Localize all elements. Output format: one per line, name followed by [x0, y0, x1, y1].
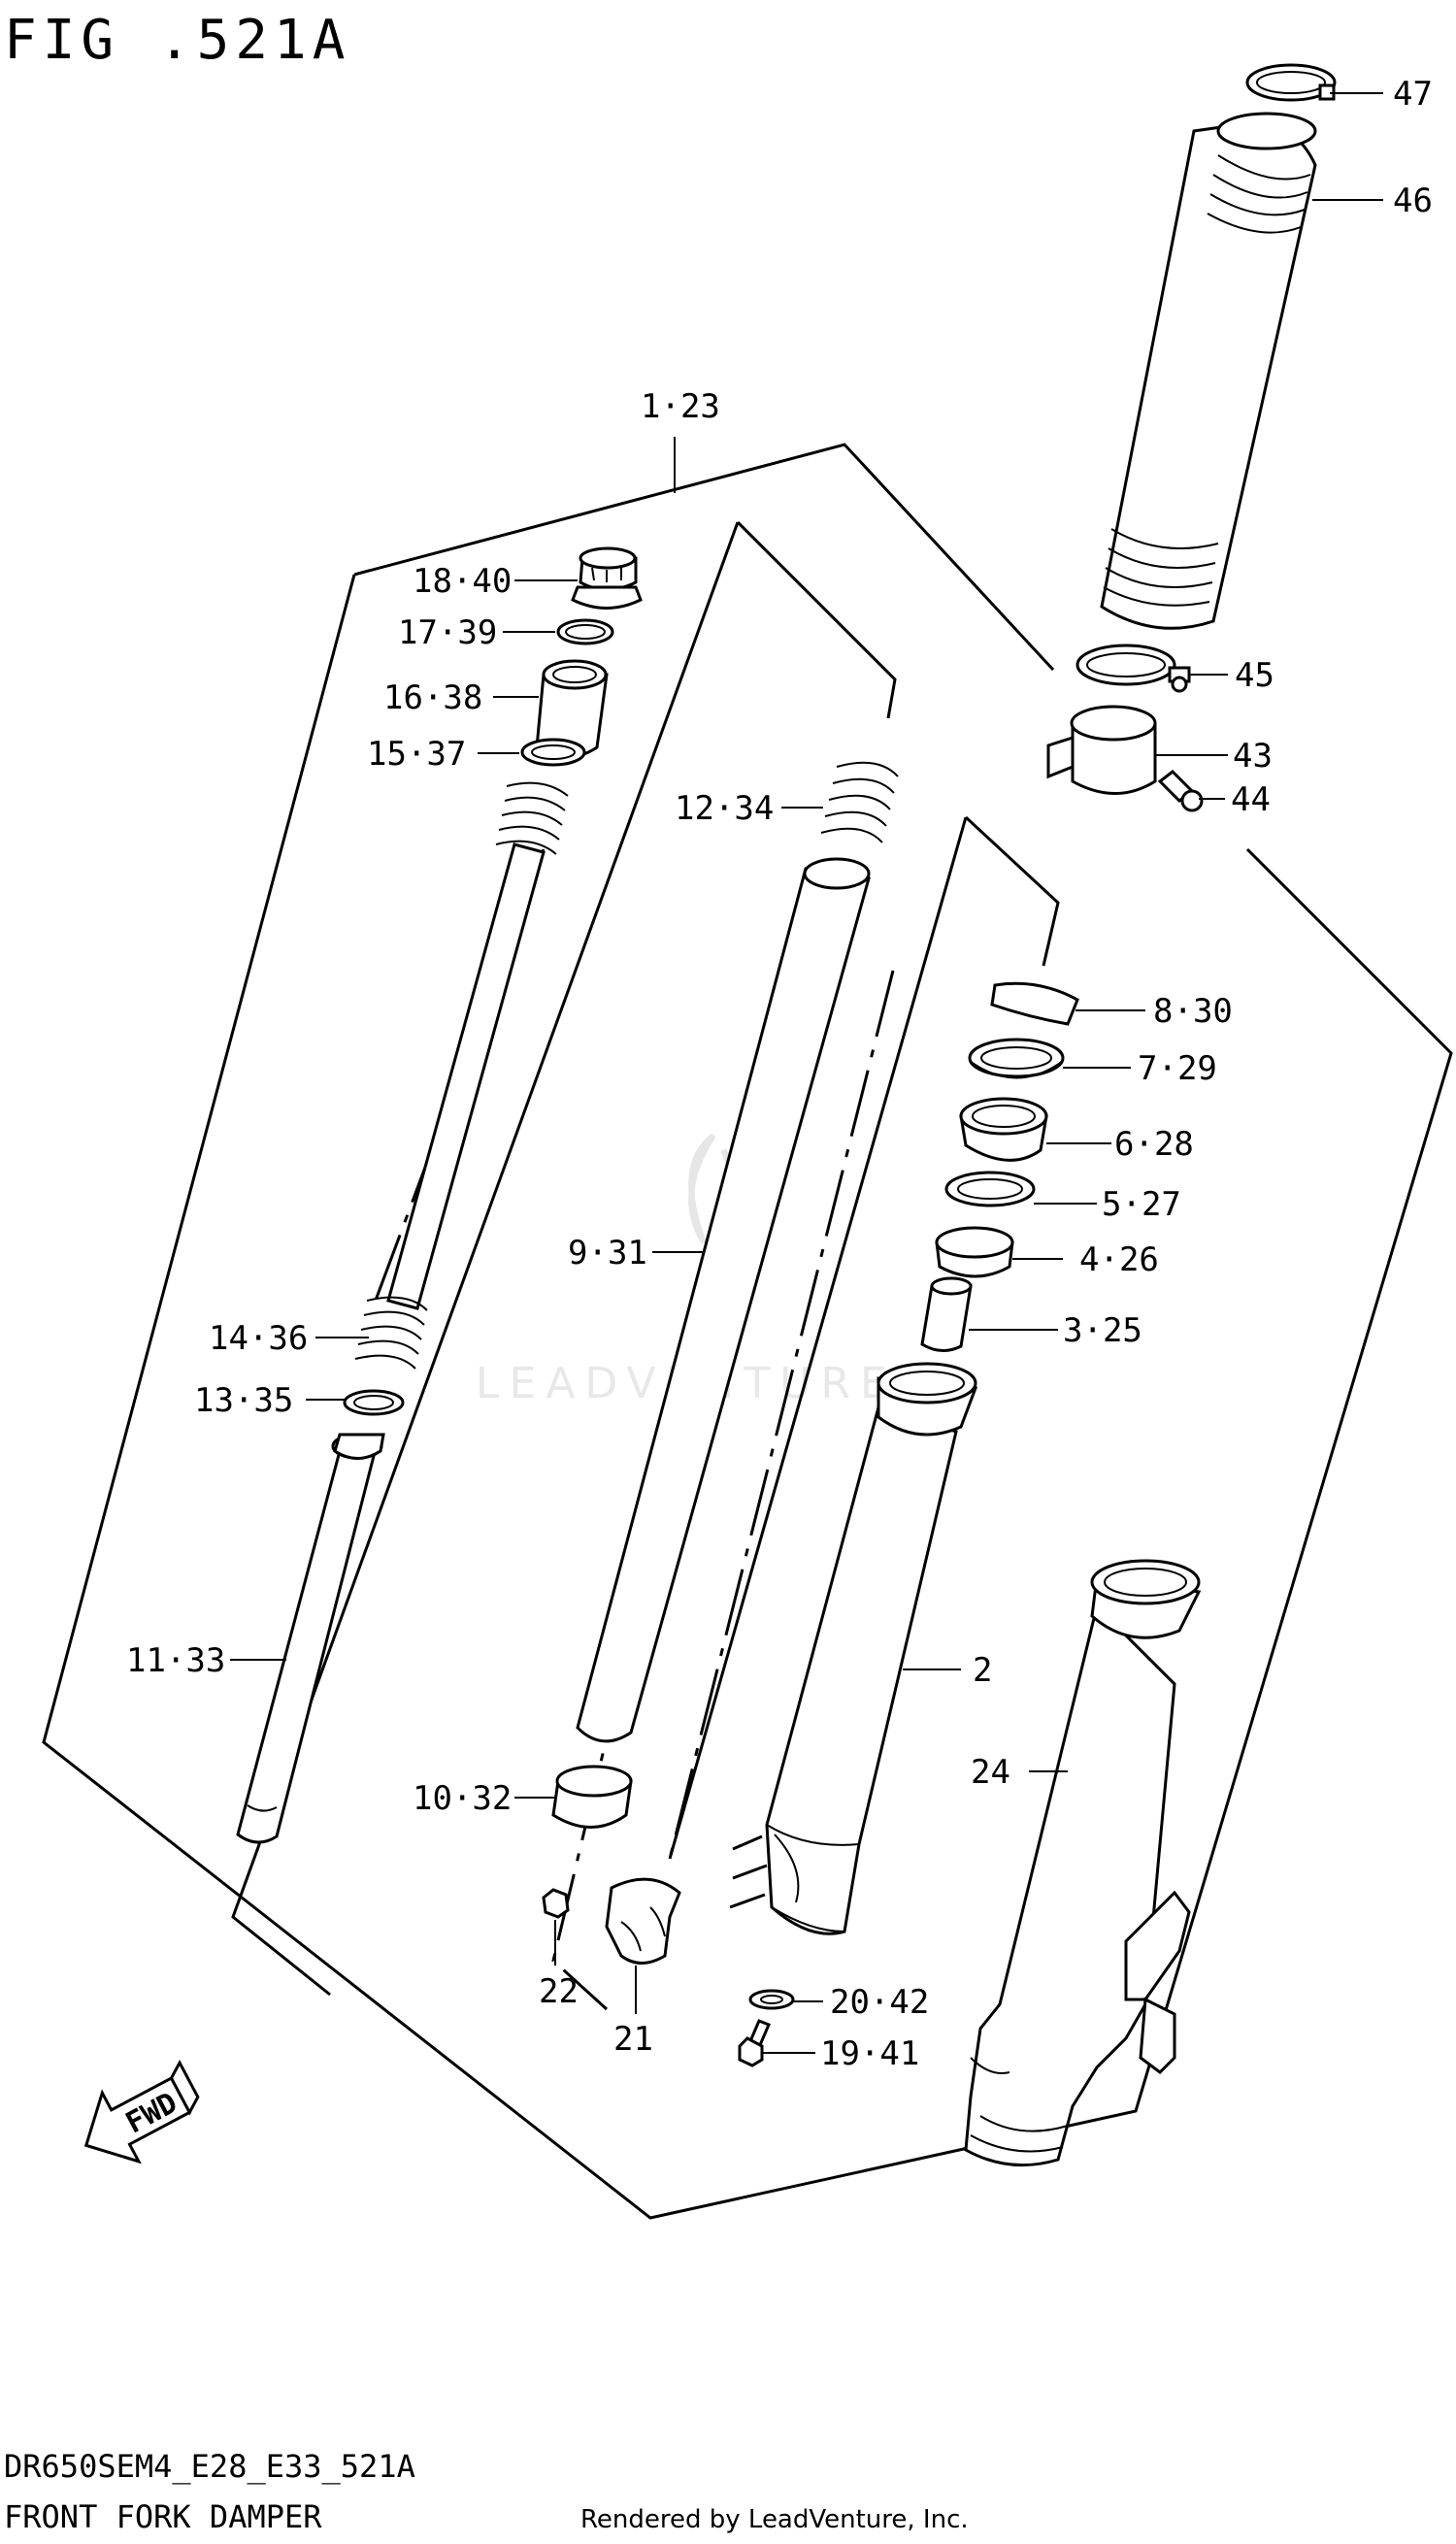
frame-top-line — [353, 443, 1055, 672]
callout-3-25: 3·25 — [1063, 1311, 1142, 1350]
callout-18-40: 18·40 — [413, 562, 512, 601]
callout-20-42: 20·42 — [830, 1983, 929, 2022]
callout-46: 46 — [1393, 182, 1433, 220]
part-45-clamp — [1075, 644, 1191, 693]
callout-1-23: 1·23 — [641, 387, 720, 426]
inner-left-line — [231, 521, 740, 1997]
part-11-damper-rod — [236, 1433, 385, 1844]
callout-2: 2 — [973, 1651, 992, 1690]
callout-7-29: 7·29 — [1138, 1049, 1217, 1088]
frame-outer-line — [42, 574, 1453, 2220]
part-4-bushing — [935, 1226, 1014, 1278]
part-47-clamp — [1245, 63, 1337, 102]
callout-6-28: 6·28 — [1114, 1125, 1194, 1164]
callout-14-36: 14·36 — [209, 1319, 308, 1358]
callout-4-26: 4·26 — [1079, 1240, 1159, 1279]
part-10-bushing — [551, 1765, 633, 1829]
callout-19-41: 19·41 — [820, 2034, 919, 2073]
callout-16-38: 16·38 — [383, 678, 482, 717]
part-44-bolt — [1157, 770, 1204, 812]
leader-lines — [230, 92, 1383, 2054]
part-14-spring — [354, 1296, 428, 1370]
fwd-arrow-icon: FWD — [83, 2059, 200, 2164]
callout-47: 47 — [1393, 75, 1433, 114]
outer-tube-studs — [729, 1834, 768, 1909]
callout-11-33: 11·33 — [126, 1641, 225, 1680]
part-7-dust-seal — [968, 1038, 1065, 1079]
part-24-outer-tube-assembly — [964, 1559, 1202, 2167]
figure-code: DR650SEM4_E28_E33_521A — [4, 2448, 415, 2485]
inner-right-line — [668, 816, 968, 1860]
callout-44: 44 — [1231, 780, 1271, 819]
figure-title: FIG .521A — [4, 9, 350, 72]
callout-5-27: 5·27 — [1102, 1185, 1181, 1224]
part-9-inner-tube — [576, 857, 871, 1743]
part-spring-upper — [386, 781, 569, 1310]
callout-24: 24 — [971, 1753, 1010, 1792]
part-3-collar — [920, 1276, 973, 1352]
callout-22: 22 — [539, 1972, 579, 2011]
center-line-right — [668, 970, 895, 1860]
callout-labels: 1·23 47 46 45 43 44 18·40 17·39 16·38 15… — [126, 75, 1433, 2073]
callout-8-30: 8·30 — [1153, 992, 1233, 1031]
seal-set-line — [964, 815, 1060, 967]
callout-45: 45 — [1235, 656, 1274, 695]
callout-10-32: 10·32 — [413, 1779, 512, 1818]
part-20-washer — [748, 1989, 795, 2010]
part-15-washer — [520, 738, 586, 767]
part-18-cap-bolt — [571, 546, 643, 610]
part-8-stopper-ring — [990, 981, 1079, 1026]
part-17-o-ring — [556, 618, 614, 645]
part-43-bracket — [1046, 705, 1157, 795]
part-46-fork-boot — [1100, 112, 1317, 630]
callout-15-37: 15·37 — [367, 735, 466, 774]
render-credit: Rendered by LeadVenture, Inc. — [580, 2505, 969, 2534]
part-21-axle-holder — [605, 1877, 681, 1965]
callout-17-39: 17·39 — [398, 613, 497, 652]
spring-set-line — [736, 520, 897, 719]
figure-name: FRONT FORK DAMPER — [4, 2498, 322, 2535]
callout-9-31: 9·31 — [568, 1234, 647, 1272]
part-5-washer — [944, 1171, 1036, 1207]
callout-12-34: 12·34 — [675, 789, 774, 828]
part-12-spring — [820, 761, 899, 843]
part-22-nut — [542, 1888, 570, 1919]
part-13-washer — [343, 1389, 405, 1416]
part-2-outer-tube — [765, 1362, 978, 1935]
callout-43: 43 — [1233, 737, 1273, 776]
callout-21: 21 — [613, 2020, 653, 2059]
part-6-oil-seal — [959, 1097, 1048, 1162]
part-19-bolt — [738, 2019, 771, 2067]
callout-13-35: 13·35 — [194, 1381, 293, 1420]
